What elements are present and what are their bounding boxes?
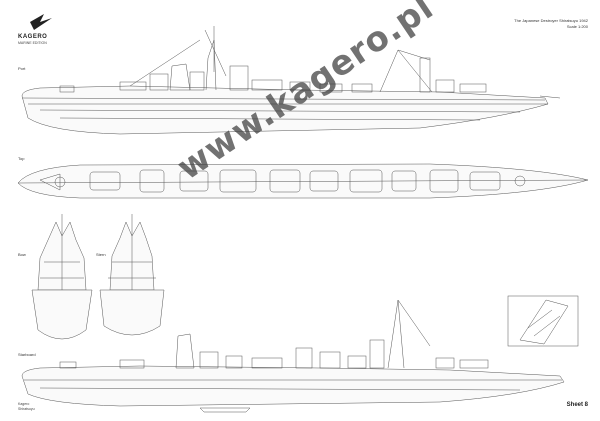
title-block: The Japanese Destroyer Shiratsuyu 1942 S… xyxy=(514,18,588,30)
port-profile-view xyxy=(21,26,561,135)
bow-view xyxy=(31,214,93,340)
detail-inset xyxy=(507,295,579,347)
footer-note-line-1: Kagero xyxy=(18,402,30,406)
top-view xyxy=(17,163,589,199)
label-stern: Stern xyxy=(96,252,106,257)
brand-subtitle: MARINE EDITION xyxy=(18,41,47,45)
sheet-number: Sheet 8 xyxy=(566,402,588,408)
label-starboard: Starboard xyxy=(18,352,36,357)
kagero-logo xyxy=(30,14,52,30)
label-top: Top xyxy=(18,156,25,161)
footer-note-line-2: Shiratsuyu xyxy=(18,407,35,411)
label-bow: Bow xyxy=(18,252,26,257)
title-line-2: Scale 1:200 xyxy=(566,24,588,29)
title-line-1: The Japanese Destroyer Shiratsuyu 1942 xyxy=(514,18,588,23)
brand-name: KAGERO xyxy=(18,34,48,40)
label-port: Port xyxy=(18,66,26,71)
stern-view xyxy=(99,214,165,336)
starboard-profile-view xyxy=(21,299,565,413)
footer-note: Kagero Shiratsuyu xyxy=(18,402,35,412)
